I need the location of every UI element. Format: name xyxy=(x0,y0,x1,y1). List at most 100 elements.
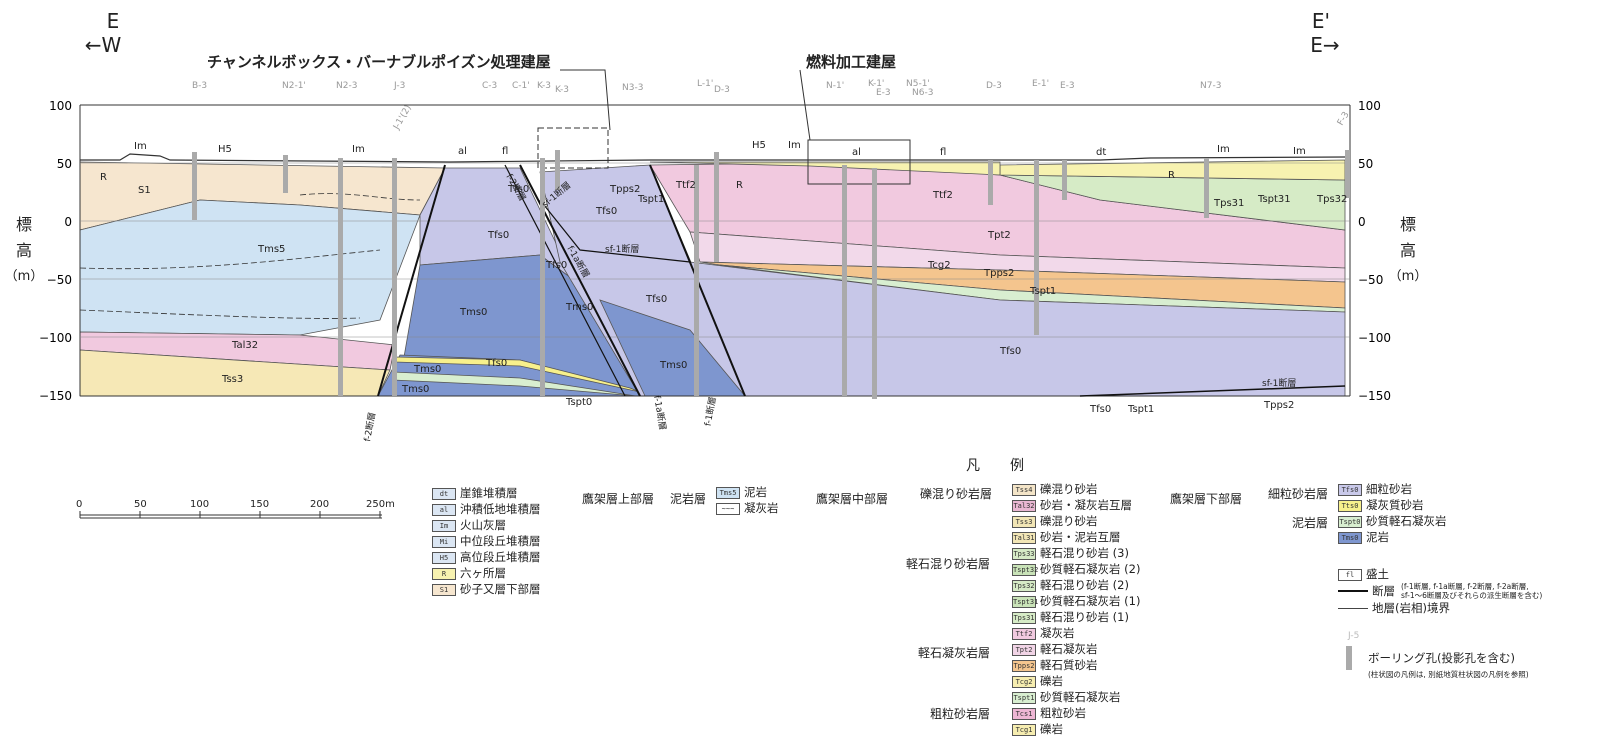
svg-text:L-1': L-1' xyxy=(697,79,713,89)
svg-text:Tms0: Tms0 xyxy=(565,302,593,313)
legend-middle-group-2: 軽石混り砂岩層 xyxy=(906,557,991,571)
boundary-line-icon xyxy=(1338,607,1368,609)
unit-R-mid xyxy=(649,161,1001,176)
legend-middle-formation: 鷹架層中部層 xyxy=(816,492,889,506)
svg-text:Tspt1: Tspt1 xyxy=(1029,286,1056,297)
svg-text:B-3: B-3 xyxy=(192,81,207,91)
svg-text:S1: S1 xyxy=(138,185,151,196)
direction-e-arrow: E→ xyxy=(1310,33,1340,57)
fault-line-icon xyxy=(1338,590,1368,592)
svg-text:H5: H5 xyxy=(218,144,232,155)
fault-sf1 xyxy=(539,199,691,263)
svg-text:Tfs0: Tfs0 xyxy=(487,230,509,241)
tick-left-100: 100 xyxy=(49,99,72,113)
svg-text:N5-1': N5-1' xyxy=(906,79,930,89)
direction-e-left: E xyxy=(106,9,120,33)
direction-e-prime: E' xyxy=(1311,9,1331,33)
svg-text:E-1': E-1' xyxy=(1032,79,1049,89)
svg-text:Tcg2: Tcg2 xyxy=(927,260,951,271)
svg-text:F-3: F-3 xyxy=(1336,110,1352,127)
svg-text:Tfs0: Tfs0 xyxy=(545,260,567,271)
svg-text:N3-3: N3-3 xyxy=(622,83,643,93)
tick-right-100: 100 xyxy=(1358,99,1381,113)
svg-text:N2-3: N2-3 xyxy=(336,81,357,91)
svg-text:Im: Im xyxy=(1293,146,1306,157)
svg-text:D-3: D-3 xyxy=(986,81,1002,91)
svg-text:Tms5: Tms5 xyxy=(257,244,285,255)
svg-text:Tal32: Tal32 xyxy=(231,340,258,351)
tick-right-m100: −100 xyxy=(1358,331,1391,345)
legend-middle-group-0: 礫混り砂岩層 xyxy=(920,487,993,501)
svg-text:150: 150 xyxy=(250,499,269,510)
svg-text:f-1a断層: f-1a断層 xyxy=(651,394,669,431)
svg-text:Tpps2: Tpps2 xyxy=(609,184,640,195)
svg-text:R: R xyxy=(100,172,107,183)
svg-text:J-1'(2): J-1'(2) xyxy=(391,104,413,133)
borehole-columns xyxy=(192,150,1350,399)
svg-text:dt: dt xyxy=(1096,147,1106,158)
svg-text:Tfs0: Tfs0 xyxy=(999,346,1021,357)
building-label-fuel: 燃料加工建屋 xyxy=(806,53,897,71)
svg-text:al: al xyxy=(852,147,861,158)
legend-title: 凡 例 xyxy=(966,458,1032,474)
svg-text:K-3: K-3 xyxy=(555,85,569,95)
svg-text:Tspt1: Tspt1 xyxy=(1127,404,1154,415)
svg-text:50: 50 xyxy=(134,499,147,510)
legend-lower-group-1: 泥岩層 xyxy=(1292,516,1329,530)
fault-f2 xyxy=(377,164,446,397)
svg-text:N2-1': N2-1' xyxy=(282,81,306,91)
tick-right-50: 50 xyxy=(1358,157,1373,171)
legend-middle-group-4: 粗粒砂岩層 xyxy=(930,707,991,721)
svg-text:N7-3: N7-3 xyxy=(1200,81,1221,91)
svg-text:K-3: K-3 xyxy=(537,81,551,91)
building-outline-fuel xyxy=(807,139,911,185)
svg-text:sf-1断層: sf-1断層 xyxy=(605,243,639,255)
tick-right-m50: −50 xyxy=(1358,273,1383,287)
svg-text:E-3: E-3 xyxy=(1060,81,1075,91)
svg-text:Tms0: Tms0 xyxy=(401,384,429,395)
svg-text:Tps31: Tps31 xyxy=(1213,198,1244,209)
svg-text:Tfs0: Tfs0 xyxy=(645,294,667,305)
elevation-label-left: 標高 （m） xyxy=(4,215,44,284)
svg-text:Tfs0: Tfs0 xyxy=(485,358,507,369)
svg-text:Tms0: Tms0 xyxy=(413,364,441,375)
borehole-icon xyxy=(1346,646,1352,670)
fault-sf1-east xyxy=(1079,385,1346,397)
svg-text:Tfs0: Tfs0 xyxy=(1089,404,1111,415)
svg-text:Tfs0: Tfs0 xyxy=(595,206,617,217)
building-leader-cb-bp xyxy=(560,69,611,131)
svg-text:E-3: E-3 xyxy=(876,88,891,98)
scale-bar: 0 50 100 150 200 250m xyxy=(76,499,395,519)
svg-text:Tss3: Tss3 xyxy=(221,374,243,385)
svg-text:Im: Im xyxy=(788,140,801,151)
svg-text:K-1': K-1' xyxy=(868,79,884,89)
svg-text:N-1': N-1' xyxy=(826,81,844,91)
svg-text:Im: Im xyxy=(134,141,147,152)
svg-text:al: al xyxy=(458,146,467,157)
svg-text:C-3: C-3 xyxy=(482,81,497,91)
svg-text:R: R xyxy=(1168,170,1175,181)
svg-text:100: 100 xyxy=(190,499,209,510)
fault-f1a-branch xyxy=(504,164,626,397)
unit-Tms5 xyxy=(79,199,421,336)
building-label-cb-bp: チャンネルボックス・バーナブルポイズン処理建屋 xyxy=(207,53,551,71)
svg-text:H5: H5 xyxy=(752,140,766,151)
svg-text:Tpps2: Tpps2 xyxy=(1263,400,1294,411)
svg-text:250m: 250m xyxy=(366,499,395,510)
tick-left-m50: −50 xyxy=(47,273,72,287)
svg-text:sf-1断層: sf-1断層 xyxy=(1262,377,1296,389)
svg-text:fl: fl xyxy=(502,146,508,157)
svg-text:R: R xyxy=(736,180,743,191)
svg-text:Tfs0: Tfs0 xyxy=(507,184,529,195)
svg-text:Tspt0: Tspt0 xyxy=(565,397,592,408)
svg-text:Tms0: Tms0 xyxy=(659,360,687,371)
svg-text:fl: fl xyxy=(940,147,946,158)
svg-text:Tpt2: Tpt2 xyxy=(987,230,1011,241)
tick-left-m100: −100 xyxy=(39,331,72,345)
geologic-cross-section: 100 50 0 −50 −100 −150 100 50 0 −50 −100… xyxy=(39,69,1391,443)
surface-labels: Im H5 Im al fl H5 Im al fl dt Im Im xyxy=(134,140,1306,158)
svg-text:f-1断層: f-1断層 xyxy=(702,396,719,427)
